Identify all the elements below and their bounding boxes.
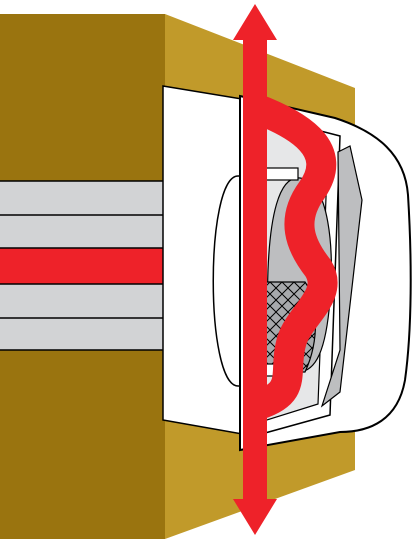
- airflow-through-duct: [0, 248, 165, 284]
- duct-pipe: [0, 181, 165, 350]
- duct-lower-band: [0, 284, 165, 350]
